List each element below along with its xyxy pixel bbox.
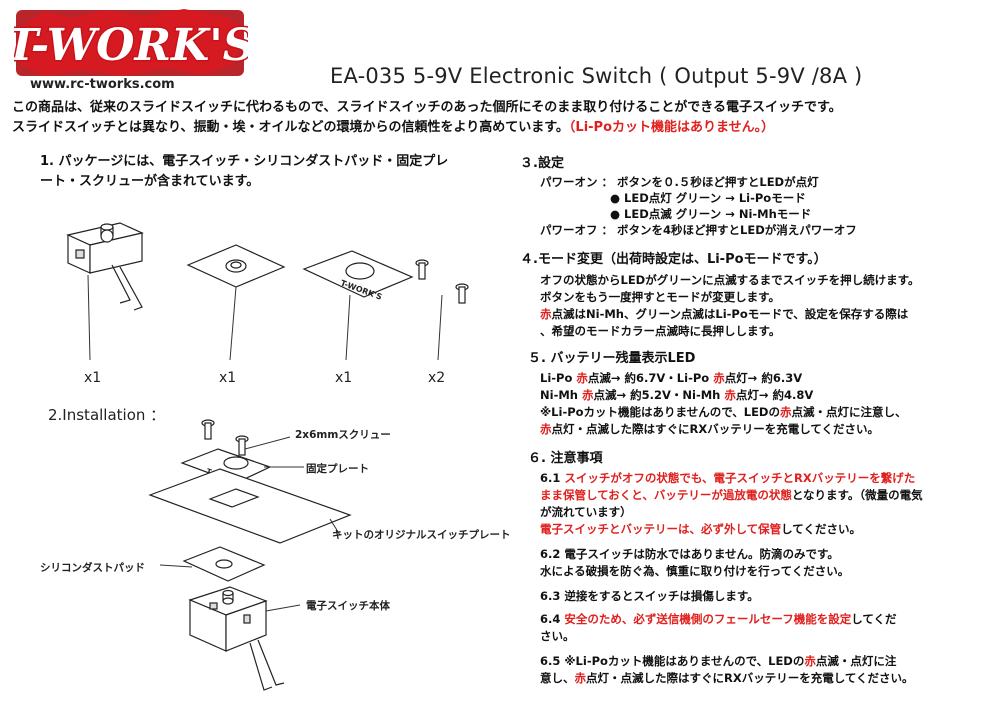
battery-row-nimh: Ni-Mh 赤点滅→ 約5.2V・Ni-Mh 赤点灯→ 約4.8V [540,388,814,402]
section6-body: 6.1 スイッチがオフの状態でも、電子スイッチとRXバッテリーを繋げた まま保管… [540,470,990,687]
qty-plate: x1 [335,370,353,386]
label-screw: 2x6mmスクリュー [295,429,391,441]
installation-heading: 2.Installation ： [48,406,166,424]
mode-nimh-text: ● LED点滅 グリーン → Ni-Mhモード [610,207,812,221]
note-6-1: 6.1 スイッチがオフの状態でも、電子スイッチとRXバッテリーを繋げた まま保管… [540,471,923,536]
note-6-5: 6.5 ※Li-Poカット機能はありませんので、LEDの赤点滅・点灯に注 意し、… [540,654,914,685]
section1-line-2: ート・スクリューが含まれています。 [40,174,260,189]
note-6-2: 6.2 電子スイッチは防水ではありません。防滴のみです。 水による破損を防ぐ為、… [540,547,850,578]
tworks-logo: T-WORK'S [14,9,248,76]
section5-heading: ５. バッテリー残量表示LED [528,351,696,366]
installation-diagram: T-WORK'S [148,419,352,691]
section4-line-4: 、希望のモードカラー点滅時に長押しします。 [540,324,781,338]
website-url: www.rc-tworks.com [30,77,175,92]
note-6-4: 6.4 安全のため、必ず送信機側のフェールセーフ機能を設定してくだ さい。 [540,612,897,643]
fixing-plate-drawing: T-WORK'S [302,250,414,302]
section4-line-2: ボタンをもう一度押すとモードが変更します。 [540,290,781,304]
logo-text: T-WORK'S [14,20,248,71]
battery-note-1: ※Li-Poカット機能はありませんので、LEDの赤点滅・点灯に注意し、 [540,405,907,419]
switch-body-drawing [66,222,144,311]
intro-text: この商品は、従来のスライドスイッチに代わるもので、スライドスイッチのあった個所に… [12,98,997,138]
section6-heading: ６. 注意事項 [528,451,603,466]
section5-body: Li-Po 赤点滅→ 約6.7V・Li-Po 赤点灯→ 約6.3V Ni-Mh … [540,370,906,438]
label-original-plate: キットのオリジナルスイッチプレート [332,529,511,541]
intro-line-1: この商品は、従来のスライドスイッチに代わるもので、スライドスイッチのあった個所に… [12,100,842,115]
label-switch-body: 電子スイッチ本体 [306,600,390,612]
section4-line-3: 赤点滅はNi-Mh、グリーン点滅はLi-Poモードで、設定を保存する際は [540,307,909,321]
intro-warning: （Li-Poカット機能はありません。） [568,120,775,135]
intro-line-2: スライドスイッチとは異なり、振動・埃・オイルなどの環境からの信頼性をより高めてい… [12,120,775,135]
battery-row-lipo: Li-Po 赤点滅→ 約6.7V・Li-Po 赤点灯→ 約6.3V [540,371,803,385]
page-title: EA-035 5-9V Electronic Switch ( Output 5… [330,64,863,88]
qty-switch: x1 [84,370,102,386]
silicon-pad-drawing [186,244,286,288]
section4-heading: ４.モード変更（出荷時設定は、Li-Poモードです。） [520,252,827,267]
power-off-text: パワーオフ ： ボタンを4秒ほど押すとLEDが消えパワーオフ [540,223,857,237]
package-contents-illustration: T-WORK'S [66,222,469,361]
section4-line-1: オフの状態からLEDがグリーンに点滅するまでスイッチを押し続けます。 [540,273,920,287]
section1-line-1: 1. パッケージには、電子スイッチ・シリコンダストパッド・固定プレ [40,154,449,169]
qty-screws: x2 [428,370,446,386]
qty-pad: x1 [219,370,237,386]
mode-lipo-text: ● LED点灯 グリーン → Li-Poモード [610,191,806,205]
section3-body: パワーオン ： ボタンを０.５秒ほど押すとLEDが点灯 ● LED点灯 グリーン… [540,174,857,238]
battery-note-2: 赤点灯・点滅した際はすぐにRXバッテリーを充電してください。 [540,422,880,436]
section4-body: オフの状態からLEDがグリーンに点滅するまでスイッチを押し続けます。 ボタンをも… [540,272,920,340]
note-6-3: 6.3 逆接をするとスイッチは損傷します。 [540,589,759,603]
section1-heading: 1. パッケージには、電子スイッチ・シリコンダストパッド・固定プレ ート・スクリ… [40,152,448,192]
label-fixing-plate: 固定プレート [306,463,369,475]
section3-heading: ３.設定 [520,156,564,171]
power-on-text: パワーオン ： ボタンを０.５秒ほど押すとLEDが点灯 [540,175,819,189]
label-silicon-pad: シリコンダストパッド [40,562,145,574]
screws-drawing [415,259,469,304]
